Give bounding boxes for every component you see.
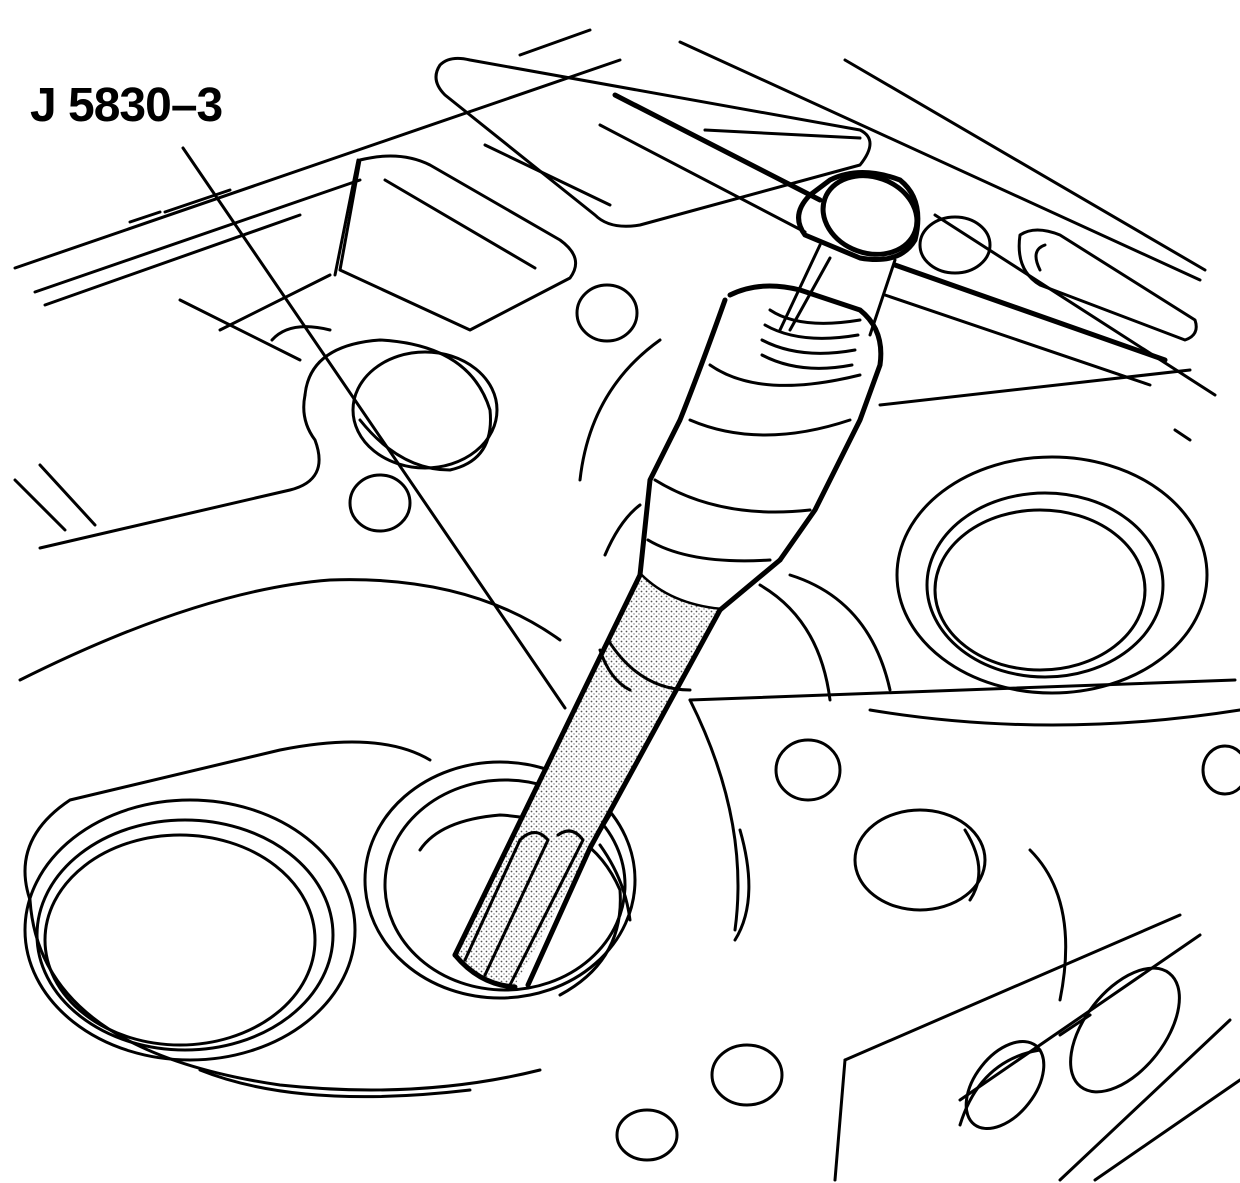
tool-callout-label: J 5830–3 xyxy=(30,79,223,132)
callout-leader-line xyxy=(181,146,567,710)
reamer-tool xyxy=(452,92,1168,990)
cylinder-head-casting xyxy=(13,28,1240,1182)
